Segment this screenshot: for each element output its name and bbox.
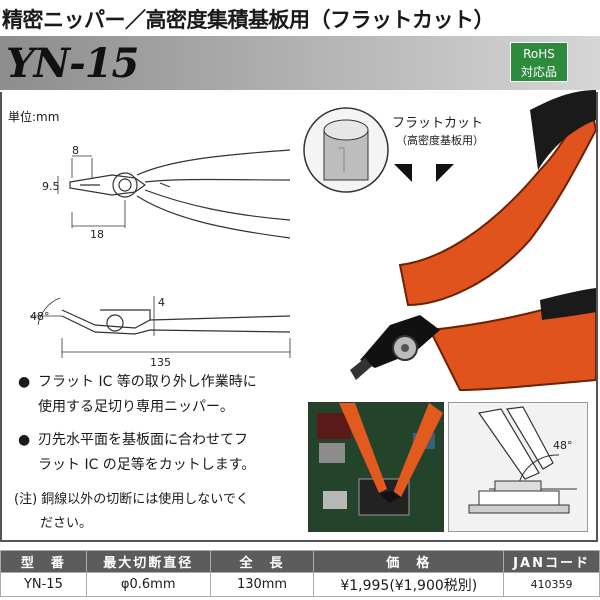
cell-length: 130mm bbox=[209, 572, 315, 597]
table-row: YN-15 φ0.6mm 130mm ¥1,995(¥1,900税別) 4103… bbox=[0, 572, 600, 597]
nipper-side-view bbox=[61, 309, 291, 335]
pcb-usage-photo bbox=[308, 402, 444, 532]
col-price: 価 格 bbox=[313, 550, 505, 573]
page-title: 精密ニッパー／高密度集積基板用（フラットカット） bbox=[2, 8, 495, 32]
rohs-badge: RoHS 対応品 bbox=[510, 42, 568, 82]
side-view-dimensions bbox=[30, 296, 291, 358]
upper-handle bbox=[398, 90, 596, 307]
caution-note: (注) 銅線以外の切断には使用しないでく ださい。 bbox=[14, 492, 249, 531]
bullet-mark: ● bbox=[18, 432, 31, 448]
rohs-compliant-label: 対応品 bbox=[520, 65, 557, 79]
unit-label: 単位:mm bbox=[8, 110, 60, 124]
cell-jan: 410359 bbox=[503, 572, 600, 597]
pcb-photo-art bbox=[309, 403, 443, 531]
col-model: 型 番 bbox=[0, 550, 87, 573]
dim-label-4: 4 bbox=[158, 296, 165, 309]
feature-bullet-2: ● 刃先水平面を基板面に合わせてフ ラット IC の足等をカットします。 bbox=[18, 428, 318, 478]
col-max-cut: 最大切断直径 bbox=[85, 550, 211, 573]
spec-table: 型 番 最大切断直径 全 長 価 格 JANコード YN-15 φ0.6mm 1… bbox=[0, 550, 600, 597]
bullet-mark: ● bbox=[18, 374, 31, 390]
model-number: YN-15 bbox=[6, 40, 139, 87]
nipper-top-view bbox=[69, 149, 291, 239]
col-length: 全 長 bbox=[209, 550, 315, 573]
dim-label-8: 8 bbox=[72, 144, 79, 157]
angle-illustration-art: 48° bbox=[468, 406, 577, 514]
flat-blade-profile-icon bbox=[394, 164, 454, 182]
col-jan: JANコード bbox=[503, 550, 600, 573]
dim-label-135: 135 bbox=[150, 356, 171, 369]
nipper-head bbox=[350, 315, 440, 380]
dim-label-18: 18 bbox=[90, 228, 104, 241]
feature-text-1: フラット IC 等の取り外し作業時に 使用する足切り専用ニッパー。 bbox=[38, 374, 257, 415]
spec-header-row: 型 番 最大切断直径 全 長 価 格 JANコード bbox=[0, 550, 600, 573]
content-panel bbox=[0, 92, 598, 542]
technical-drawing: 8 9.5 18 48° 4 135 bbox=[30, 144, 291, 369]
model-band bbox=[0, 36, 600, 90]
rohs-label: RoHS bbox=[523, 47, 555, 61]
dim-label-48: 48° bbox=[30, 310, 50, 323]
cell-price: ¥1,995(¥1,900税別) bbox=[313, 572, 505, 597]
product-photo bbox=[350, 90, 596, 392]
blade-closeup bbox=[303, 107, 389, 193]
dim-label-9-5: 9.5 bbox=[42, 180, 60, 193]
cell-max-cut: φ0.6mm bbox=[85, 572, 211, 597]
flat-cut-label: フラットカット bbox=[392, 116, 484, 131]
flat-cut-sublabel: （高密度基板用） bbox=[396, 134, 484, 147]
angle-illustration: 48° bbox=[448, 402, 588, 532]
cell-model: YN-15 bbox=[0, 572, 87, 597]
lower-handle bbox=[428, 288, 596, 392]
illust-angle-label: 48° bbox=[553, 439, 573, 452]
top-view-dimensions bbox=[57, 155, 126, 228]
feature-text-2: 刃先水平面を基板面に合わせてフ ラット IC の足等をカットします。 bbox=[38, 432, 256, 473]
feature-bullet-1: ● フラット IC 等の取り外し作業時に 使用する足切り専用ニッパー。 bbox=[18, 370, 318, 420]
